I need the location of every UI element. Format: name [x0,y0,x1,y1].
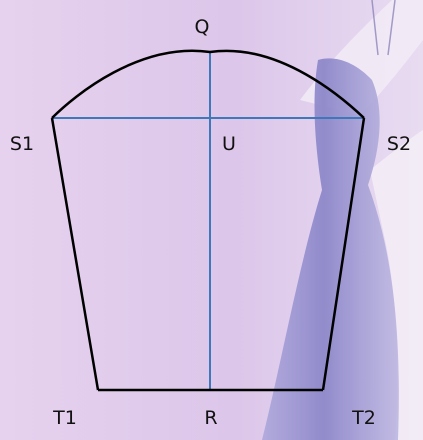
figure-strap [371,0,396,56]
figure-dress [262,58,399,440]
label-r: R [204,407,217,429]
label-s2: S2 [387,133,411,155]
shape-side-left [50,117,100,391]
label-s1: S1 [10,133,34,155]
label-q: Q [195,16,210,38]
label-t2: T2 [351,407,376,429]
shape-side-right [321,117,366,391]
label-u: U [222,133,236,155]
shape-curve-top [51,49,365,119]
label-t1: T1 [52,407,77,429]
figure-highlight [370,130,423,440]
background-figure [262,0,423,440]
